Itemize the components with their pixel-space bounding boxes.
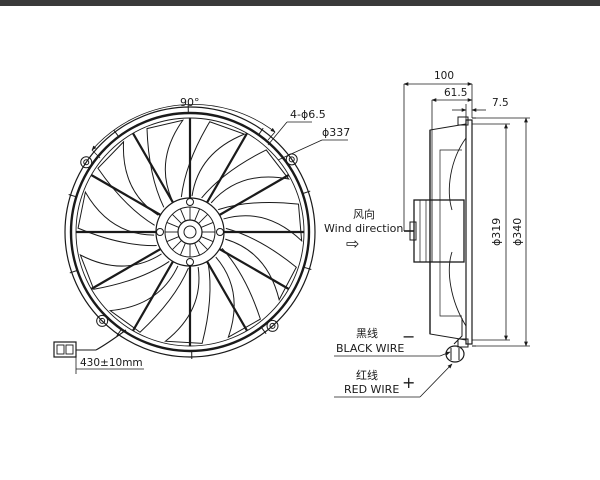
front-dimensions [75,103,348,374]
red-wire-sign: + [402,373,415,392]
shroud-clip [302,190,311,195]
motor-rib [172,240,182,250]
motor-rib [200,222,214,228]
fan-blade [108,265,189,333]
blade-sweep-outline [429,123,467,341]
motor-bolt [186,258,194,266]
motor-bolts [156,198,224,266]
motor-ribs [165,207,215,257]
black-wire-leader [439,351,451,357]
motor-bolt [186,198,194,206]
depth-total-label: 100 [434,70,454,82]
outer-shroud-ring [64,106,316,358]
fan-blade [79,253,170,290]
fan-blade [225,227,297,302]
side-dimensions [403,82,530,347]
shroud-clip [260,326,267,334]
mounting-hole [99,317,106,324]
red-wire-label-cn: 红线 [356,368,378,382]
wire-exit [453,318,463,345]
connector-pin-b [65,344,74,355]
support-spoke [206,132,248,204]
mounting-tab [80,156,93,169]
red-wire-label-en: RED WIRE [344,383,399,396]
motor-rib [194,208,200,222]
black-wire-label-cn: 黑线 [356,326,378,340]
shroud-clip [303,266,312,271]
motor-body [413,199,465,263]
fan-blades [77,119,303,344]
cable [95,329,127,351]
mounting-hole [288,156,295,163]
motor-rib [166,222,180,228]
black-wire-label-en: BLACK WIRE [336,342,404,355]
mounting-hole [269,322,276,329]
depth-mount-label: 61.5 [444,87,467,99]
fan-blade [215,248,261,339]
inner-shroud-ring [69,111,311,353]
fan-blade [218,201,303,243]
angle-dimension-arc [91,103,276,151]
hub-center [183,225,197,239]
support-spoke [132,132,174,204]
fan-blade [164,263,211,344]
cable-length-label: 430±10mm [80,357,143,369]
holes-leader [267,121,288,146]
fan-blade [146,119,185,208]
fan-blade [77,190,157,247]
blade-curve-lower [448,251,467,327]
depth-flange-label: 7.5 [492,97,509,109]
angle-leader-right [267,131,276,141]
red-wire-leader [419,363,453,398]
black-wire-sign: − [402,327,415,346]
fan-blade [201,149,290,204]
blade-curve-upper [448,137,467,211]
motor-rib [180,242,186,256]
wire-callouts [334,351,453,398]
motor-bolt [156,228,164,236]
fan-blade [97,140,159,226]
motor-rib [198,240,208,250]
shroud-clip [69,269,78,274]
motor-bolt [216,228,224,236]
motor-rib [172,214,182,224]
support-spoke [218,174,290,216]
overall-diameter-label: ϕ340 [511,218,524,246]
shroud-flange [465,119,473,345]
support-spoke [206,260,248,332]
shroud-clip [68,193,77,198]
motor-rib [200,236,214,242]
motor-rib [180,208,186,222]
mounting-hole [83,159,90,166]
shroud-clip [116,328,122,337]
holes-label: 4-ϕ6.5 [290,108,326,121]
wire-grommet [445,345,465,363]
support-spoke [90,248,162,290]
outer-diameter-label: ϕ337 [322,126,350,139]
mounting-tab [96,314,109,327]
angle-label: 90° [180,96,200,109]
window-top-strip [0,0,600,6]
motor-hub [177,219,203,245]
support-spoke [218,248,290,290]
wind-direction-label-cn: 风向 [353,207,375,221]
support-spokes [76,118,304,346]
diameter-leader [277,139,323,161]
blade-inner-profile [439,149,462,317]
mounting-tab [266,319,279,332]
motor-rib [198,214,208,224]
motor-rib [166,236,180,242]
wind-direction-label-en: Wind direction [324,222,403,235]
fan-side-view [404,116,476,363]
connector-plug [53,341,77,358]
ring-diameter-label: ϕ319 [490,218,503,246]
motor-rib [194,242,200,256]
wind-direction-arrow: ⇨ [346,234,359,253]
fan-front-view [53,105,316,359]
shaft-nut [409,221,417,241]
angle-leader-left [91,149,101,159]
connector-pin-a [56,344,65,355]
